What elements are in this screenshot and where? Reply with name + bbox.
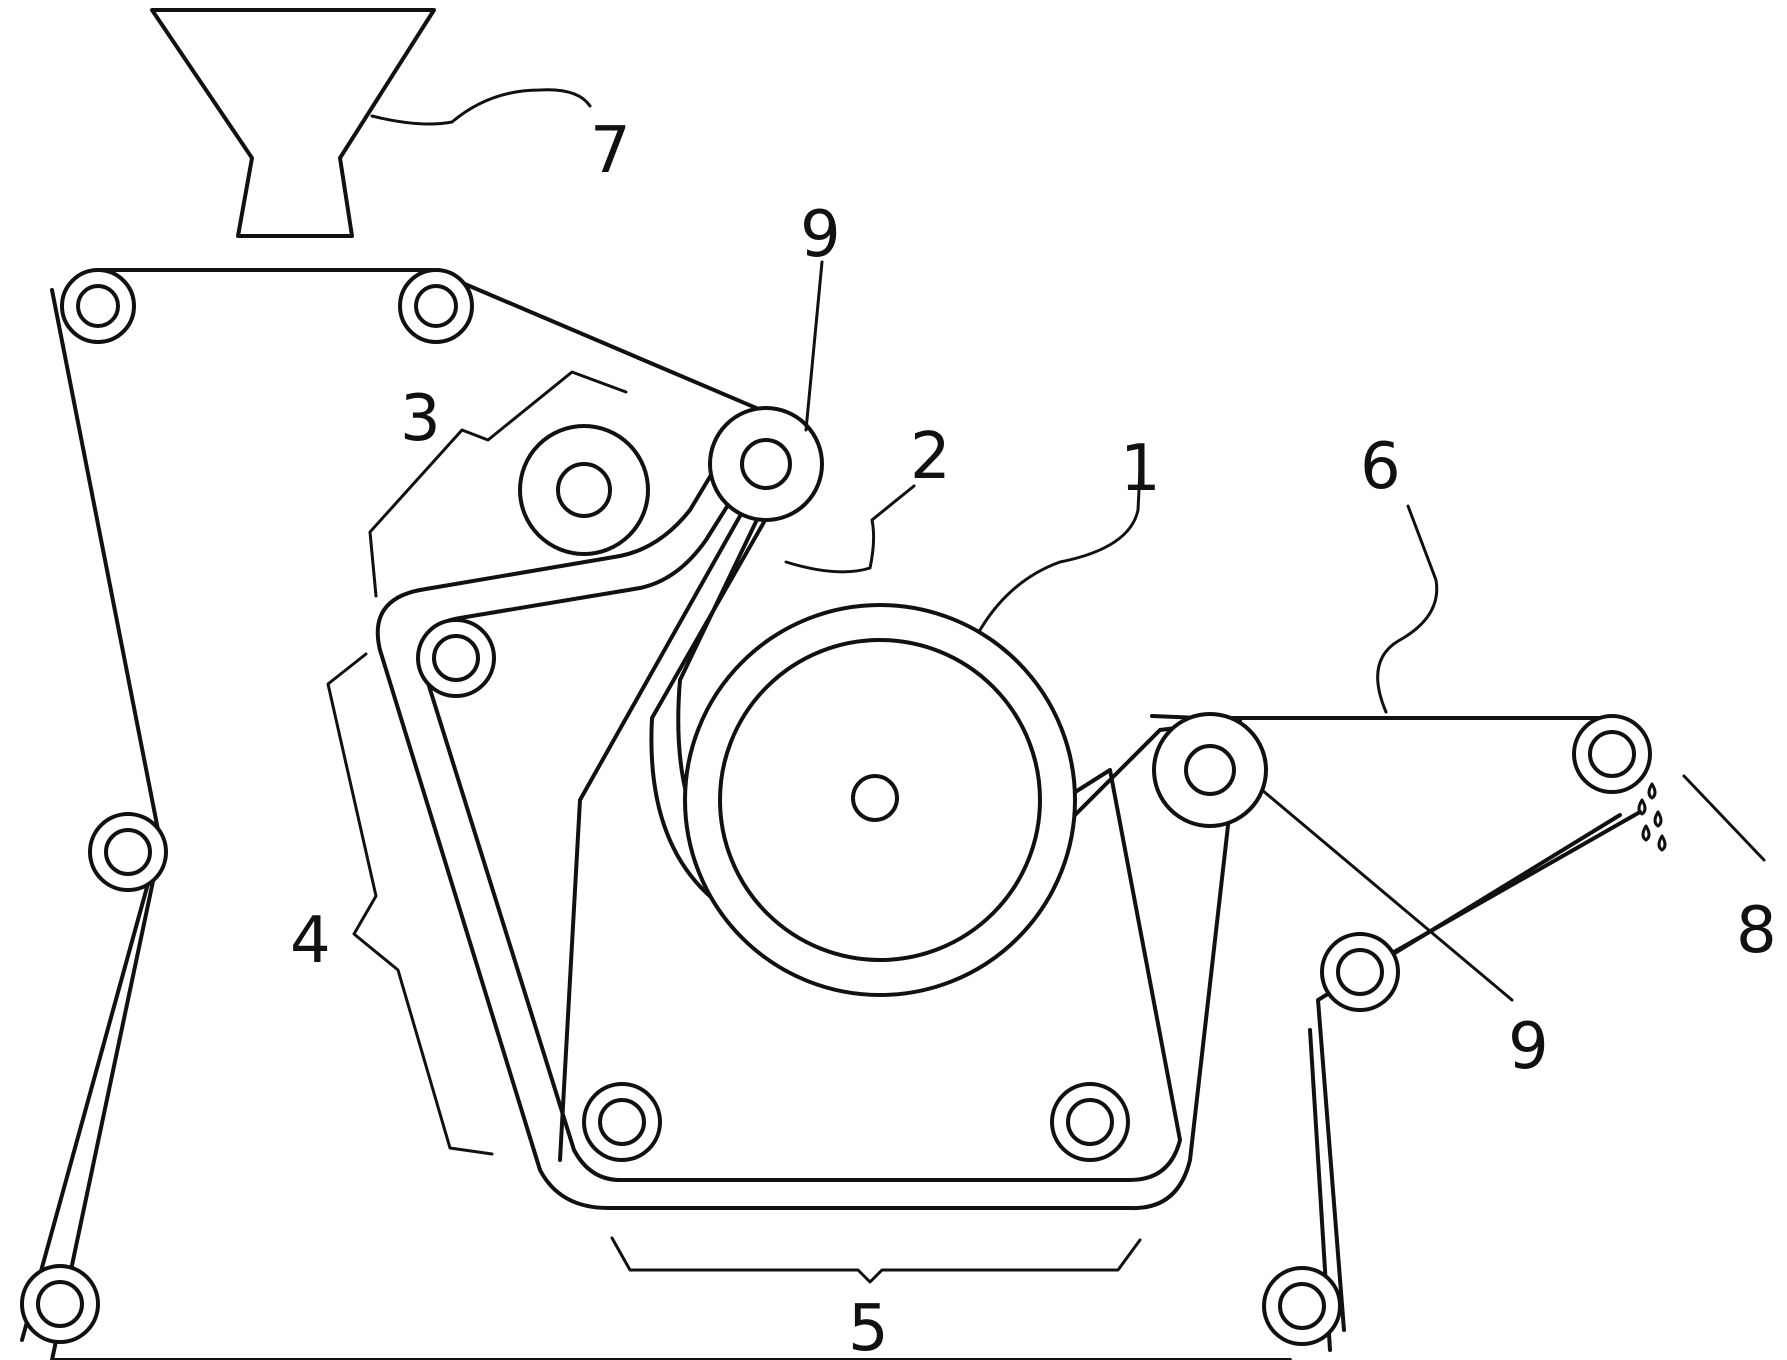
leader-9-top [804,260,824,432]
label-3: 3 [400,382,441,456]
roller-9-right-core [1184,744,1236,796]
roller-top-left-core [76,284,120,328]
hopper [150,8,436,238]
roller-right-lower-core [1336,948,1384,996]
bracket-4 [326,652,494,1156]
roller-left-mid-core [432,634,480,682]
roller-bottom-right-press-core [1066,1098,1114,1146]
roller-bottom-left-core [36,1280,84,1328]
roller-bottom-right-core [1278,1282,1326,1330]
roller-press-3-core [556,462,612,518]
rollers [20,268,1652,1346]
leader-7 [370,88,592,126]
leader-9-bottom [1260,788,1514,1002]
label-8: 8 [1736,894,1777,968]
label-1: 1 [1120,432,1161,506]
water-drops-icon [1637,782,1667,852]
leader-1 [978,468,1142,632]
roller-bottom-left-press-core [598,1098,646,1146]
leader-6 [1376,504,1439,714]
roller-top-mid-core [414,284,458,328]
roller-top-9-core [740,438,792,490]
roller-far-right-core [1588,730,1636,778]
roller-outer-mid-left-core [104,828,152,876]
label-2: 2 [910,420,951,494]
label-6: 6 [1360,430,1401,504]
leader-8 [1682,774,1766,862]
outer-belt-right-return [1316,813,1622,1332]
label-7: 7 [590,114,631,188]
label-4: 4 [290,904,331,978]
label-9-bottom: 9 [1508,1010,1549,1084]
drum-hub [851,774,899,822]
label-9-top: 9 [800,198,841,272]
bracket-3 [368,370,628,598]
bracket-5 [610,1236,1142,1284]
leader-2 [784,484,916,574]
label-5: 5 [848,1292,889,1360]
